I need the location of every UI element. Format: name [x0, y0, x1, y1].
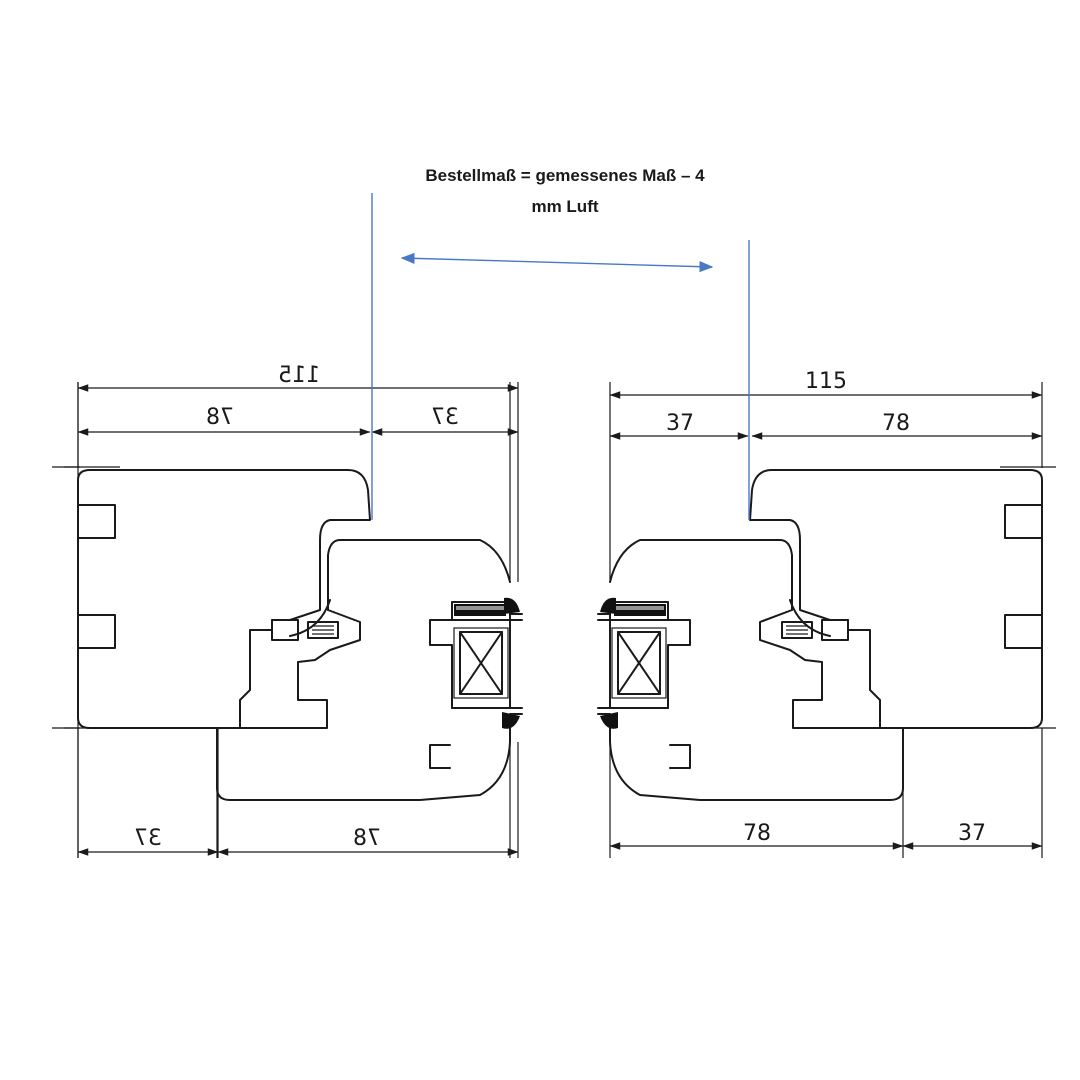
left-dim-labels: 115 78 37 37 78: [134, 363, 459, 851]
left-dim-top-narrow: 37: [431, 405, 459, 430]
caption-line-1: Bestellmaß = gemessenes Maß – 4: [425, 166, 705, 185]
right-dimensions: [609, 391, 1043, 850]
left-dim-total: 115: [278, 363, 320, 388]
left-dim-bottom-wide: 78: [353, 826, 381, 851]
right-dim-top-narrow: 37: [666, 411, 694, 436]
right-dim-total: 115: [805, 369, 847, 394]
measurement-annotation: [371, 193, 750, 520]
right-dim-bottom-wide: 78: [743, 821, 771, 846]
order-size-caption: Bestellmaß = gemessenes Maß – 4 mm Luft: [395, 160, 735, 222]
measure-arrow: [400, 252, 714, 273]
right-dim-labels: 115 37 78 78 37: [666, 369, 986, 846]
caption-line-2: mm Luft: [531, 197, 599, 216]
right-dim-top-wide: 78: [882, 411, 910, 436]
left-dim-top-wide: 78: [206, 405, 234, 430]
left-dim-bottom-narrow: 37: [134, 826, 162, 851]
right-dim-bottom-narrow: 37: [958, 821, 986, 846]
left-window-profile: [63, 381, 523, 859]
left-dimensions: [52, 382, 519, 858]
right-window-profile: [597, 381, 1057, 859]
